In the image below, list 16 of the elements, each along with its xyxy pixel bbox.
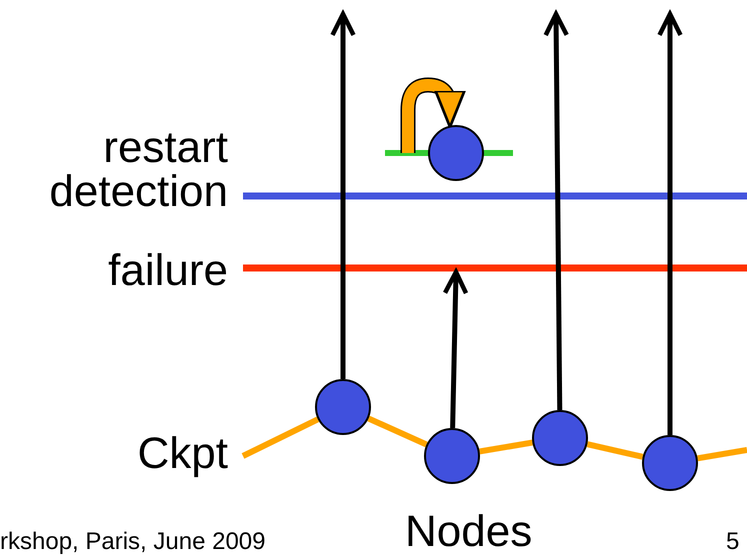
arrow — [442, 270, 468, 428]
connector-line — [586, 441, 644, 460]
connector-line — [697, 447, 747, 462]
connector-line — [367, 416, 428, 448]
arrow — [330, 12, 356, 379]
connector-line — [242, 416, 320, 459]
restart-arrow — [402, 79, 466, 153]
page-number: 5 — [726, 530, 740, 554]
axis-label: Ckpt — [136, 432, 228, 476]
axis-label: Nodes — [405, 510, 532, 554]
axis-label: failure — [107, 249, 228, 293]
arrow — [543, 12, 569, 410]
axis-label: restart detection — [48, 126, 228, 214]
arrow — [657, 12, 683, 435]
connector-line — [479, 440, 533, 454]
footer-text: rkshop, Paris, June 2009 — [0, 530, 266, 554]
